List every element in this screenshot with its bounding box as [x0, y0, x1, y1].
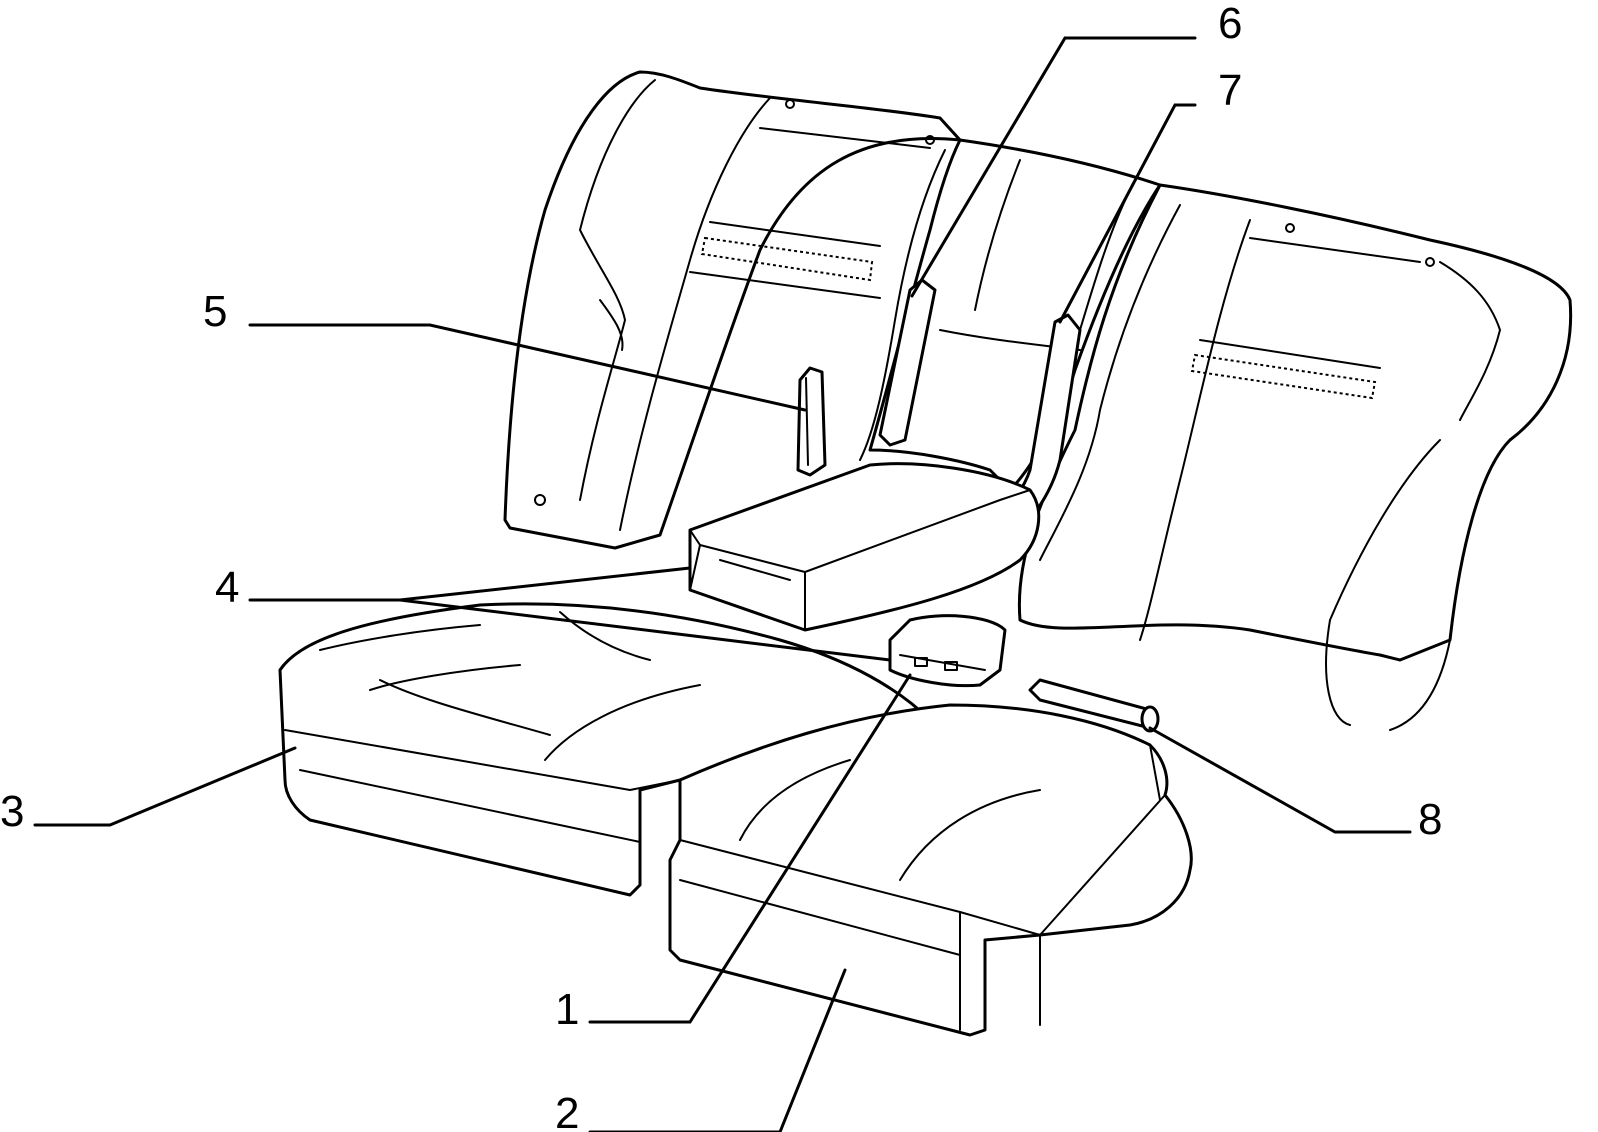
- leader-5: [248, 323, 807, 412]
- callout-6: 6: [1218, 0, 1242, 48]
- callout-1: 1: [555, 985, 579, 1034]
- callout-2: 2: [555, 1089, 579, 1132]
- callout-3: 3: [0, 787, 24, 836]
- callout-4: 4: [215, 563, 239, 612]
- callout-7: 7: [1218, 66, 1242, 115]
- pin: [1028, 678, 1160, 733]
- leader-1: [588, 673, 912, 1024]
- callout-8: 8: [1418, 795, 1442, 844]
- leader-4: [248, 566, 692, 602]
- leader-8: [1148, 726, 1412, 834]
- leader-3: [33, 746, 297, 827]
- left-seat-cushion: [278, 602, 932, 897]
- armrest: [688, 462, 1041, 632]
- belt-guide-5: [796, 366, 827, 477]
- leader-2: [588, 968, 847, 1132]
- leader-4b: [398, 598, 892, 662]
- left-backrest: [503, 70, 962, 550]
- belt-buckle: [888, 614, 1007, 688]
- right-seat-cushion: [668, 703, 1193, 1037]
- leader-7: [1058, 103, 1197, 324]
- leader-6: [910, 36, 1197, 298]
- leader-lines: [33, 36, 1412, 1132]
- callout-labels: 6 7 5 4 3 8 1 2: [0, 0, 1442, 1132]
- callout-5: 5: [203, 287, 227, 336]
